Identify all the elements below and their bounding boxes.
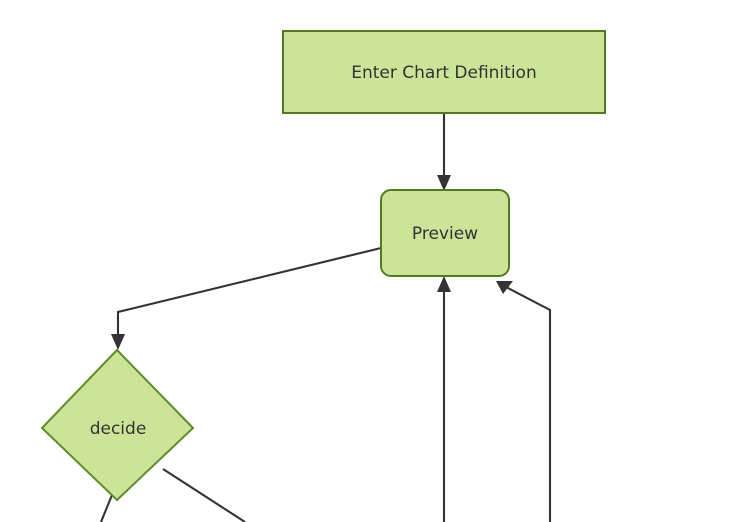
edge-preview-to-decide [111, 246, 382, 350]
edge-return-right-to-preview [496, 281, 552, 522]
arrowhead-icon [437, 175, 451, 191]
node-decide[interactable]: decide [40, 348, 195, 502]
edge-return-center-to-preview [437, 276, 451, 522]
edge-line [162, 468, 246, 522]
node-label-enter-chart-definition: Enter Chart Definition [351, 63, 536, 83]
edge-decide-down-right [162, 468, 246, 522]
node-preview[interactable]: Preview [380, 189, 510, 277]
edge-decide-down-left [100, 494, 113, 522]
edge-enter-to-preview [437, 113, 451, 191]
node-rectangle[interactable] [282, 30, 606, 114]
node-rounded-rectangle[interactable] [380, 189, 510, 277]
arrowhead-icon [437, 276, 451, 292]
node-label-preview: Preview [412, 224, 478, 244]
node-diamond[interactable] [40, 348, 195, 502]
edge-line [116, 246, 382, 338]
node-enter-chart-definition[interactable]: Enter Chart Definition [282, 30, 606, 114]
arrowhead-icon [496, 281, 513, 294]
arrowhead-icon [111, 334, 125, 350]
node-label-decide: decide [90, 419, 147, 439]
edge-line [505, 286, 552, 522]
edge-line [100, 494, 113, 522]
